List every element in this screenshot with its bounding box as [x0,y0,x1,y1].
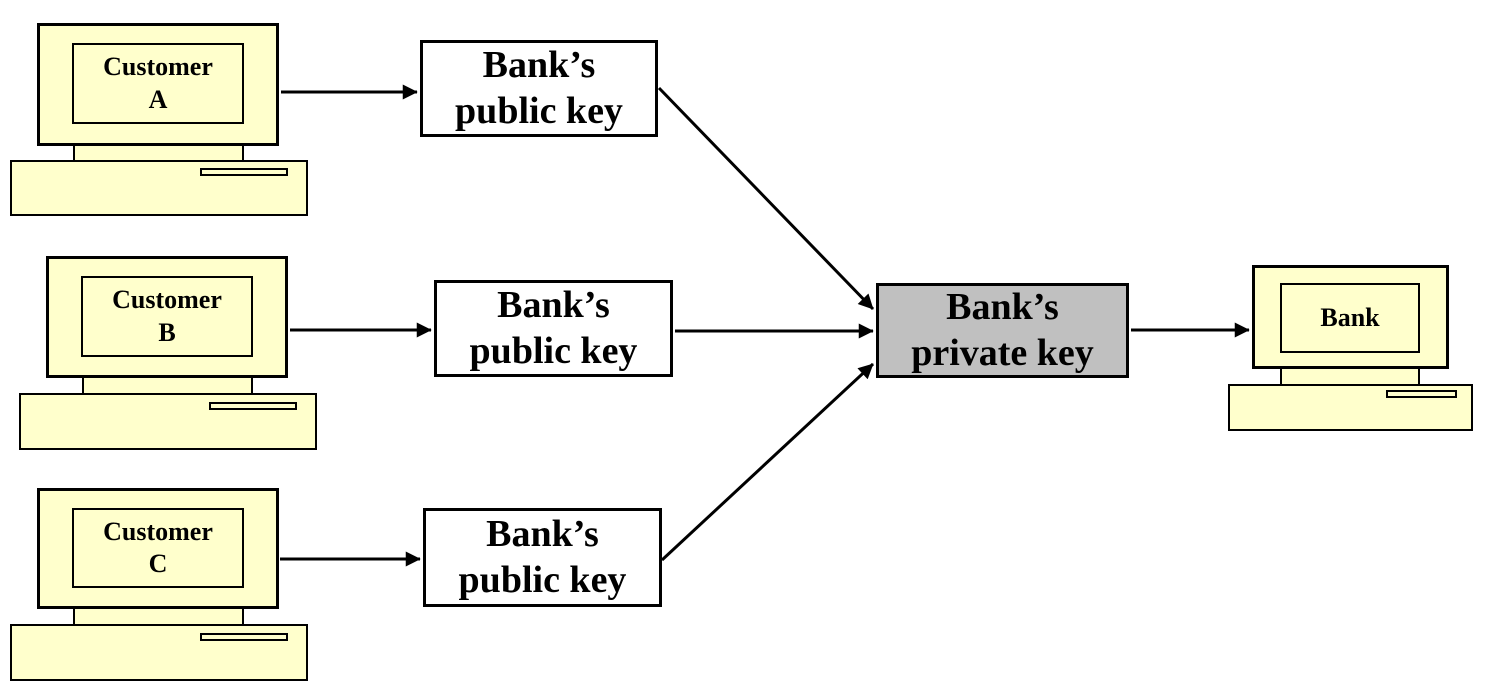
computer-disk-slot [200,633,288,641]
computer-disk-slot [209,402,297,410]
public-key-box-3: Bank’s public key [423,508,662,607]
keybox-line: public key [455,89,623,132]
computer-disk-slot [1386,390,1457,398]
keybox-line: private key [911,331,1094,374]
computer-neck [82,376,253,395]
computer-screen: Bank [1280,283,1420,353]
keybox-line: Bank’s [486,512,599,555]
computer-neck [73,143,244,162]
keybox-line: Bank’s [482,43,596,86]
keybox-line: public key [469,329,638,372]
public-key-box-2: Bank’s public key [434,280,673,377]
keybox-line: Bank’s [946,285,1059,328]
arrow-public-key-1-to-private-key [657,86,875,311]
public-key-box-1: Bank’s public key [420,40,658,137]
private-key-box: Bank’s private key [876,283,1129,378]
bank-label: Bank [1320,302,1380,332]
computer-neck [1280,367,1420,385]
arrow-public-key-3-to-private-key [660,362,875,562]
computer-neck [73,607,244,626]
keybox-line: public key [458,558,627,601]
computer-disk-slot [200,168,288,176]
keybox-line: Bank’s [497,283,610,326]
bank-computer: Bank [1228,265,1473,431]
